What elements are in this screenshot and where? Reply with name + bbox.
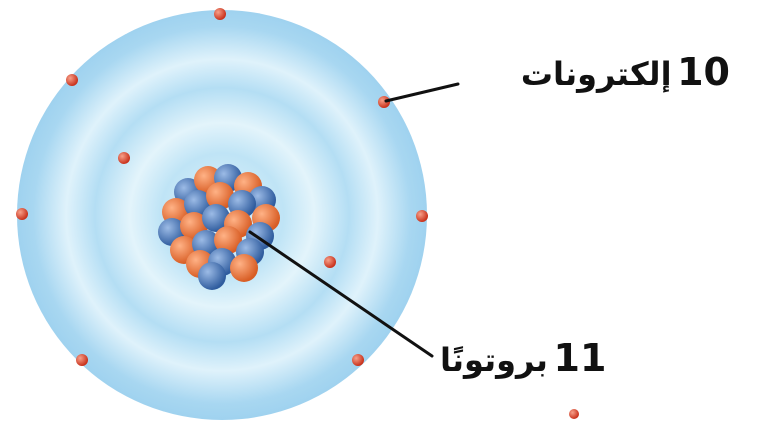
electron [324, 256, 336, 268]
electrons-label: 10 إلكترونات [521, 50, 730, 94]
proton [230, 254, 258, 282]
proton [214, 226, 242, 254]
electrons-text: إلكترونات [520, 55, 672, 93]
electron [352, 354, 364, 366]
electron [118, 152, 130, 164]
protons-text: بروتونًا [440, 341, 548, 379]
neutron [202, 204, 230, 232]
electron [378, 96, 390, 108]
electron [66, 74, 78, 86]
electron [214, 8, 226, 20]
nucleus [158, 164, 280, 290]
protons-count: 11 [553, 336, 607, 380]
proton [206, 182, 234, 210]
protons-leader-line [248, 230, 434, 358]
stray-electron [569, 409, 579, 419]
neutron [198, 262, 226, 290]
electrons [16, 8, 428, 366]
electron [76, 354, 88, 366]
electrons-leader-line [384, 82, 460, 103]
electron [416, 210, 428, 222]
protons-label: 11 بروتونًا [440, 336, 606, 380]
electrons-count: 10 [677, 50, 730, 94]
electron [16, 208, 28, 220]
